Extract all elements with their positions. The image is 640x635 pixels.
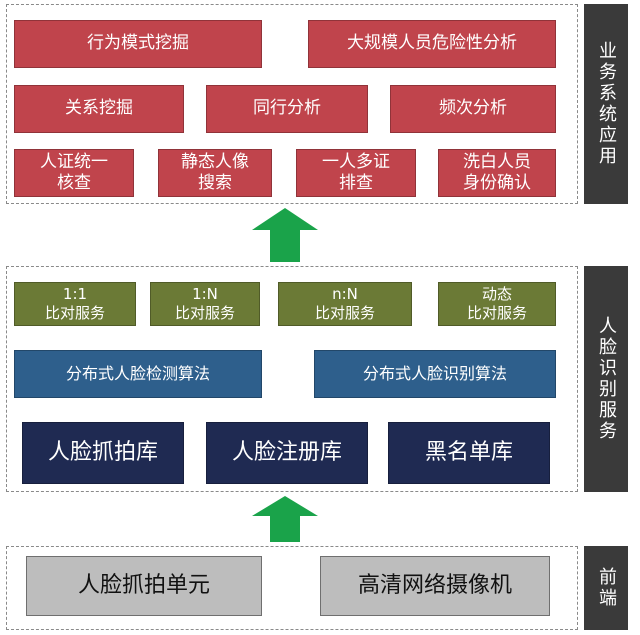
- static-portrait-search-box: 静态人像 搜索: [158, 149, 272, 197]
- face-capture-unit-box: 人脸抓拍单元: [26, 556, 262, 616]
- face-service-layer-label: 人脸识别服务: [584, 266, 628, 492]
- identity-confirm-box: 洗白人员 身份确认: [438, 149, 556, 197]
- up-arrow-icon: [252, 496, 318, 542]
- behavior-pattern-mining-box: 行为模式挖掘: [14, 20, 262, 68]
- id-verification-box: 人证统一 核查: [14, 149, 134, 197]
- dynamic-compare-box: 动态 比对服务: [438, 282, 556, 326]
- large-scale-risk-analysis-box: 大规模人员危险性分析: [308, 20, 556, 68]
- face-detection-algorithm-box: 分布式人脸检测算法: [14, 350, 262, 398]
- face-capture-library-box: 人脸抓拍库: [22, 422, 184, 484]
- one-to-one-compare-box: 1:1 比对服务: [14, 282, 136, 326]
- one-to-n-compare-box: 1:N 比对服务: [150, 282, 260, 326]
- face-registry-library-box: 人脸注册库: [206, 422, 368, 484]
- companion-analysis-box: 同行分析: [206, 85, 368, 133]
- multi-id-check-box: 一人多证 排查: [296, 149, 416, 197]
- relation-mining-box: 关系挖掘: [14, 85, 184, 133]
- front-layer-label: 前端: [584, 546, 628, 630]
- frequency-analysis-box: 频次分析: [390, 85, 556, 133]
- n-to-n-compare-box: n:N 比对服务: [278, 282, 412, 326]
- hd-network-camera-box: 高清网络摄像机: [320, 556, 550, 616]
- business-layer-label: 业务系统应用: [584, 4, 628, 204]
- blacklist-library-box: 黑名单库: [388, 422, 550, 484]
- up-arrow-icon: [252, 208, 318, 262]
- face-recognition-algorithm-box: 分布式人脸识别算法: [314, 350, 556, 398]
